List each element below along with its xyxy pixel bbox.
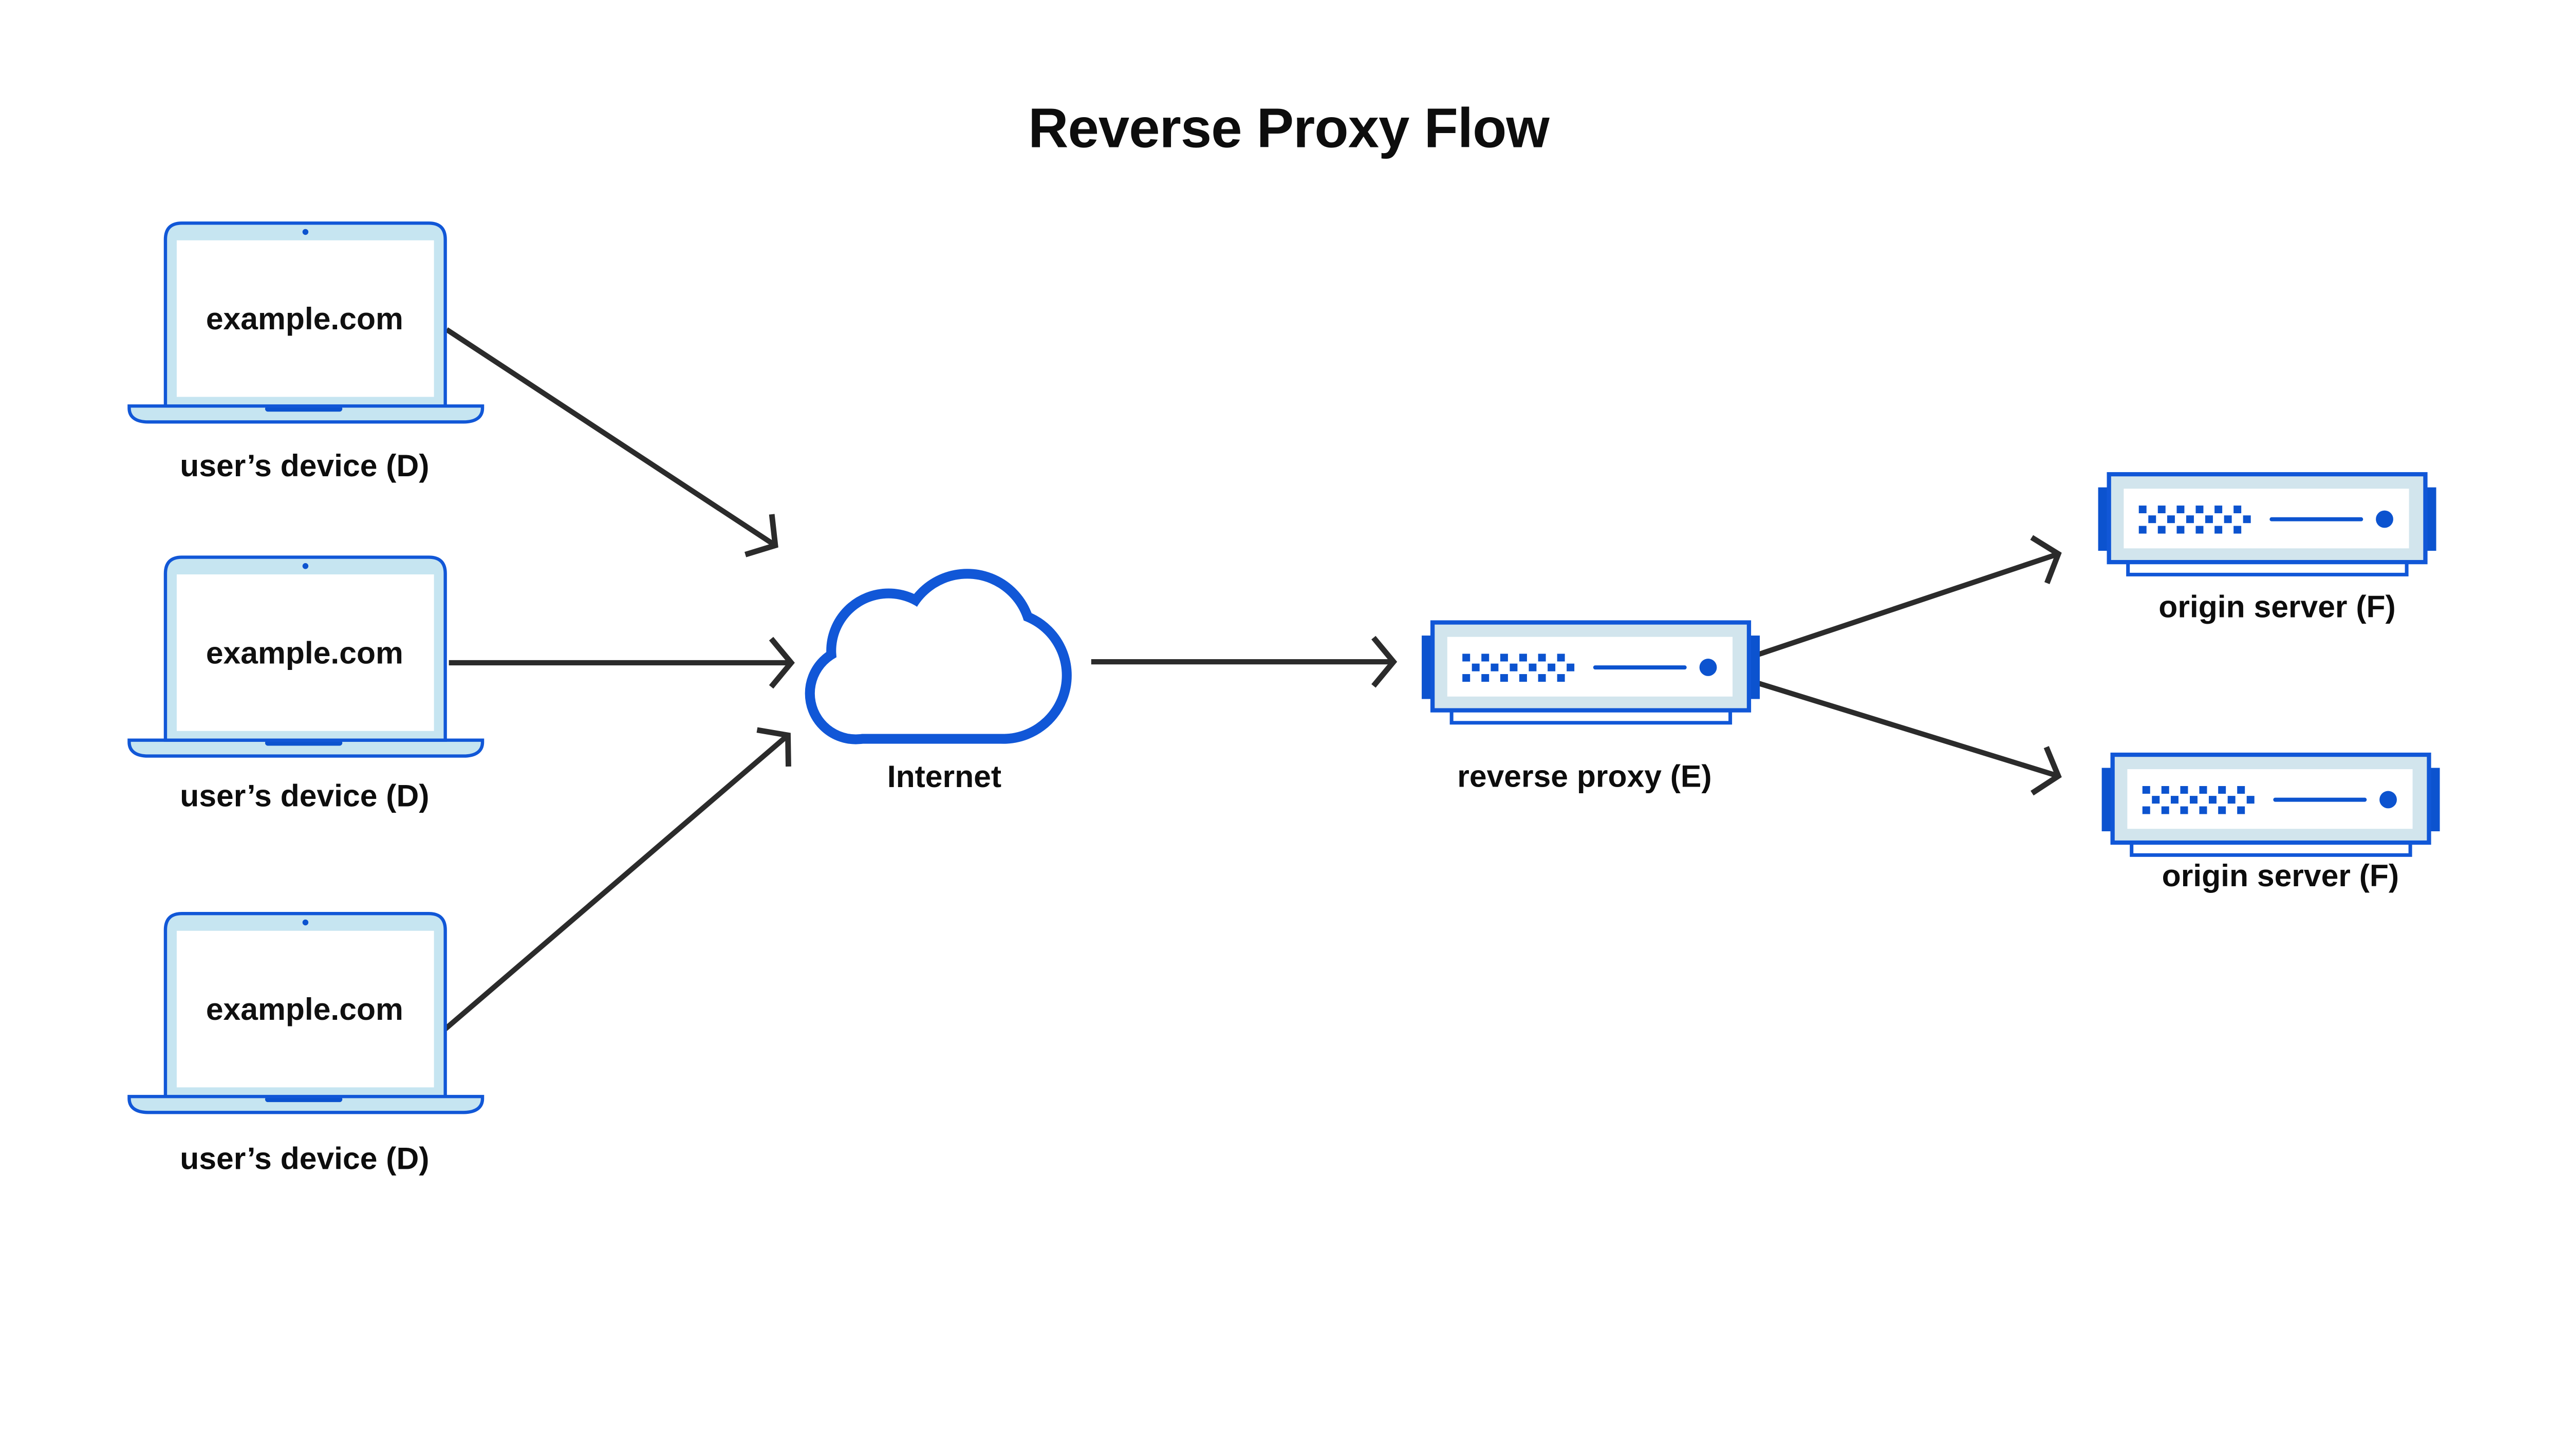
- arrow-device1-to-internet: [445, 327, 778, 557]
- device2-label: user’s device (D): [180, 778, 429, 813]
- device2-screen-text: example.com: [206, 635, 403, 670]
- reverse-proxy-flow-diagram: Reverse Proxy Flow example.com user’s de…: [127, 97, 2442, 1176]
- page-title: Reverse Proxy Flow: [1028, 97, 1550, 159]
- flow-arrows: [443, 327, 2062, 1031]
- node-reverse-proxy: reverse proxy (E): [1422, 623, 1760, 794]
- cloud-icon: [805, 569, 1072, 744]
- node-internet: Internet: [805, 569, 1072, 794]
- arrow-proxy-to-origin1: [1757, 535, 2062, 657]
- device1-label: user’s device (D): [180, 448, 429, 483]
- server-icon: [1422, 623, 1760, 723]
- server-icon: [2102, 755, 2440, 855]
- node-user-device-1: example.com user’s device (D): [129, 223, 482, 483]
- arrow-device3-to-internet: [443, 727, 791, 1031]
- node-user-device-2: example.com user’s device (D): [129, 557, 482, 813]
- node-origin-server-1: origin server (F): [2098, 474, 2436, 624]
- node-user-device-3: example.com user’s device (D): [129, 913, 482, 1175]
- origin-server-1-label: origin server (F): [2158, 589, 2395, 624]
- origin-server-2-label: origin server (F): [2162, 858, 2399, 893]
- device1-screen-text: example.com: [206, 301, 403, 336]
- node-origin-server-2: origin server (F): [2102, 755, 2440, 893]
- device3-label: user’s device (D): [180, 1141, 429, 1175]
- reverse-proxy-label: reverse proxy (E): [1457, 759, 1711, 794]
- server-icon: [2098, 474, 2436, 574]
- internet-label: Internet: [887, 759, 1001, 794]
- arrow-proxy-to-origin2: [1757, 680, 2062, 796]
- device3-screen-text: example.com: [206, 992, 403, 1026]
